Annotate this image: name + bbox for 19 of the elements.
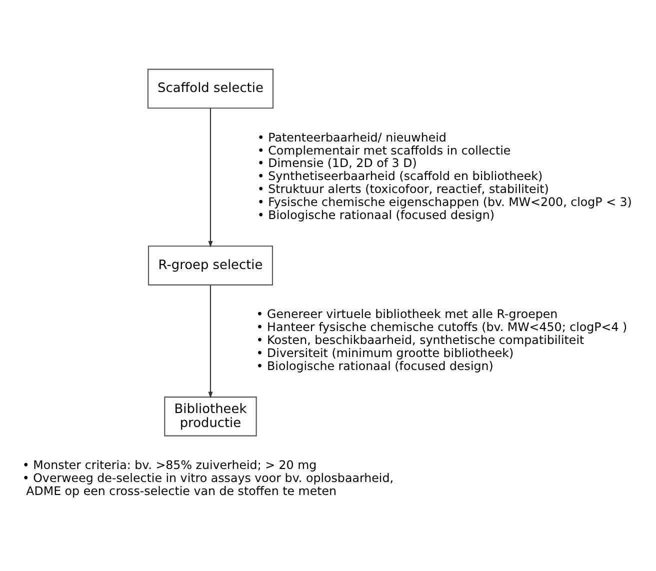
node-label: • Overweeg de-selectie in vitro assays voor bv. oplosbaarheid, ADME op een cross-selectie van de stoffen te meten — [22, 470, 394, 498]
node-label: • Patenteerbaarheid/ nieuwheid — [257, 130, 446, 144]
node-label: • Kosten, beschikbaarheid, synthetische compatibiliteit — [256, 332, 584, 346]
node-label: • Biologische rationaal (focused design) — [256, 358, 494, 372]
node-label: • Monster criteria: bv. >85% zuiverheid; > 20 mg — [22, 458, 317, 472]
node-box: Bibliotheek productie — [164, 396, 257, 436]
arrow — [208, 108, 213, 247]
node-label: • Diversiteit (minimum grootte bibliotheek) — [256, 345, 514, 360]
node-label: • Struktuur alerts (toxicofoor, reactief, stabiliteit) — [257, 182, 549, 196]
node-box: Scaffold selectie — [147, 68, 274, 108]
node-box: R-groep selectie — [148, 245, 274, 285]
node-label: • Biologische rationaal (focused design) — [257, 207, 494, 222]
node-label: • Fysische chemische eigenschappen (bv. MW<200, clogP < 3) — [257, 194, 632, 209]
node-label: • Genereer virtuele bibliotheek met alle R-groepen — [256, 306, 558, 321]
node-label: • Complementair met scaffolds in collectie — [257, 142, 511, 157]
node-label: • Synthetiseerbaarheid (scaffold en bibliotheek) — [257, 168, 543, 183]
node-label: • Dimensie (1D, 2D of 3 D) — [257, 156, 417, 170]
arrow — [208, 284, 213, 398]
node-label: • Hanteer fysische chemische cutoffs (bv. MW<450; clogP<4 ) — [256, 320, 628, 334]
